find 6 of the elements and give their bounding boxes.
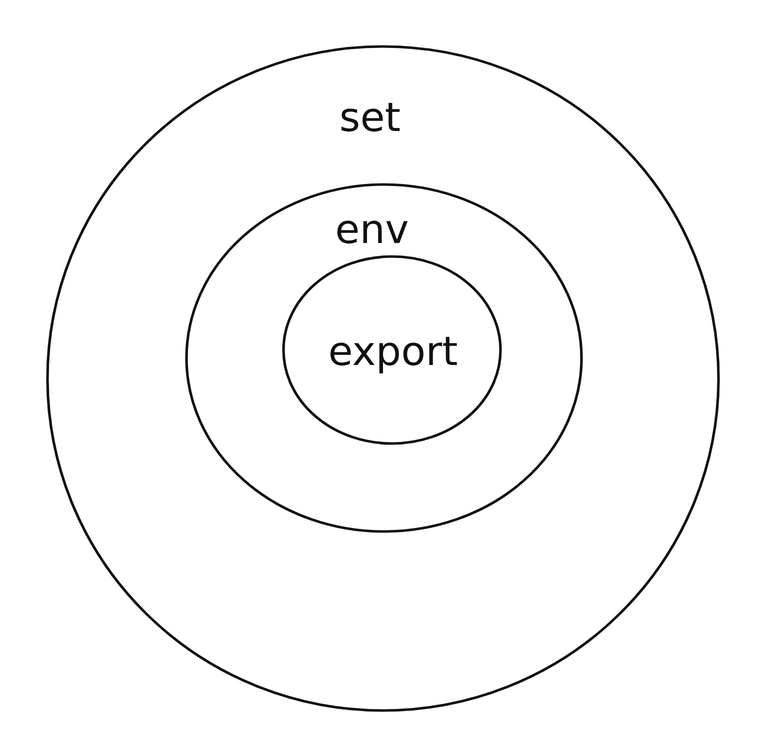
outer-circle bbox=[46, 45, 720, 712]
circle-label: set bbox=[339, 96, 401, 140]
circle-label: export bbox=[328, 330, 458, 374]
circle-label: env bbox=[335, 208, 409, 252]
inner-circle bbox=[282, 255, 502, 445]
middle-circle bbox=[185, 183, 583, 533]
